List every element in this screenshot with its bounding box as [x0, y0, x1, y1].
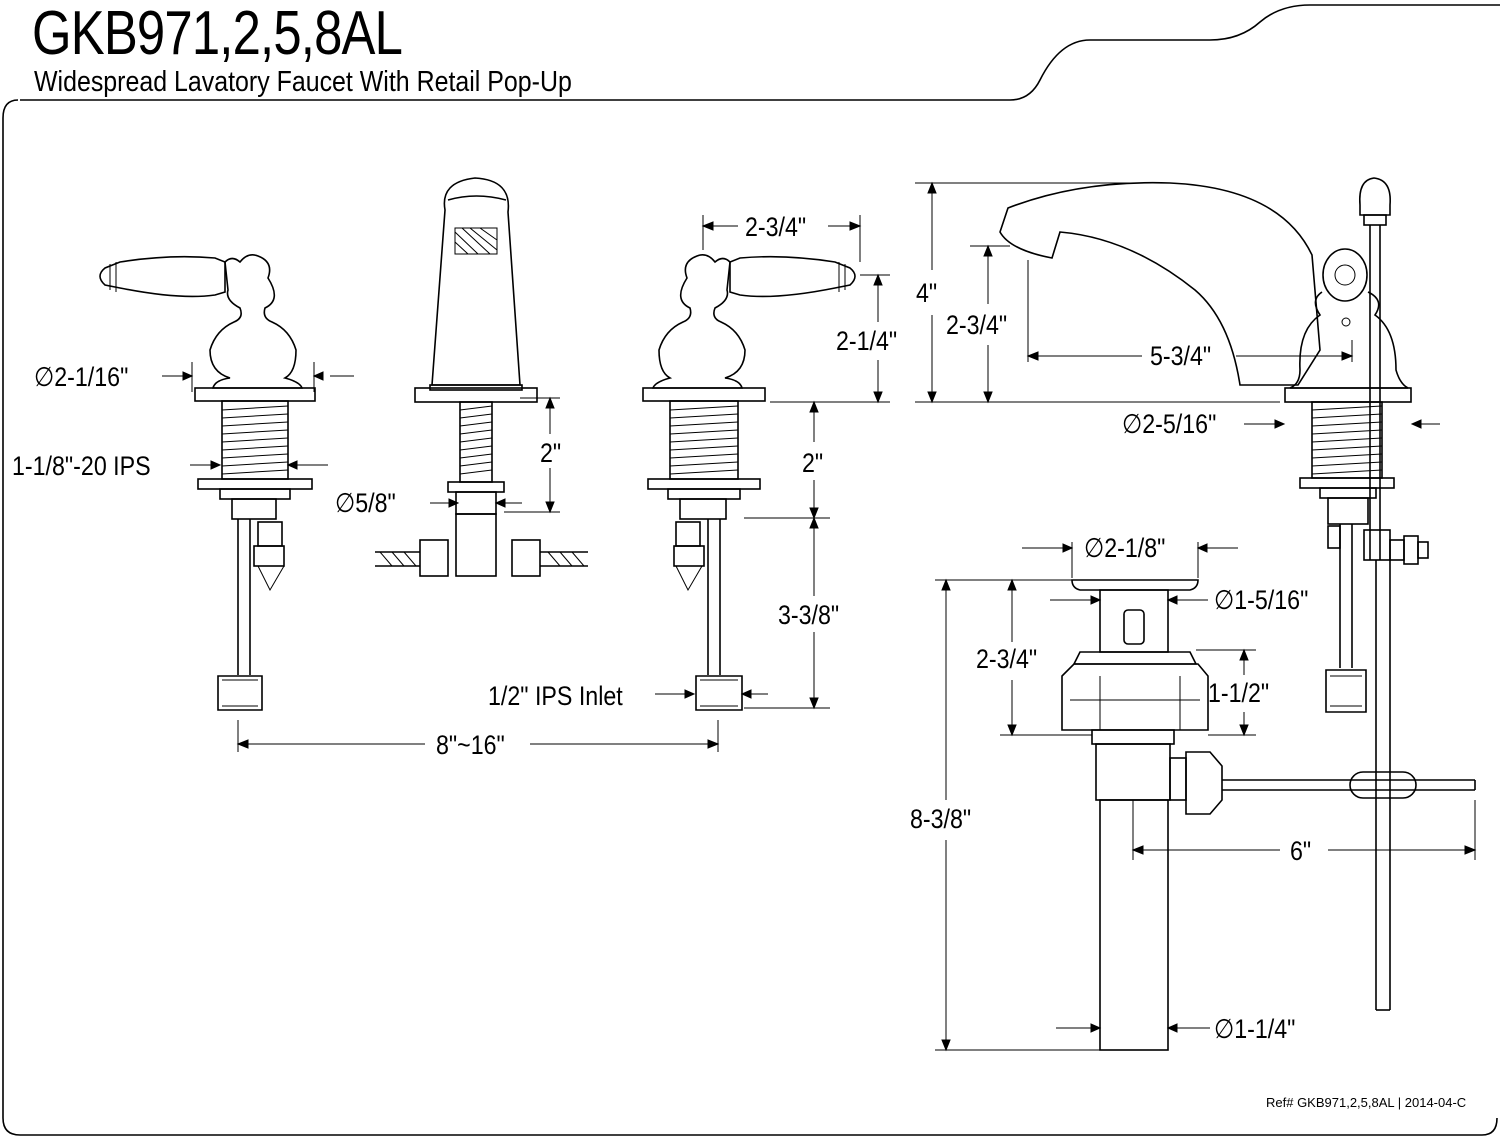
- dim-drain-stopper-dia: ∅1-5/16": [1214, 585, 1309, 615]
- page-title: GKB971,2,5,8AL: [32, 0, 403, 68]
- dim-handle-thread: 1-1/8"-20 IPS: [12, 451, 151, 481]
- dimension-lines: [162, 181, 1477, 1052]
- dim-tailpiece-dia: ∅1-1/4": [1214, 1014, 1296, 1044]
- dim-drain-body-height: 2-3/4": [976, 644, 1038, 674]
- spout-front-drawing: [375, 177, 588, 577]
- dim-spout-reach: 5-3/4": [1150, 341, 1212, 371]
- frame-border: [2, 4, 1500, 1136]
- dim-spread: 8"~16": [436, 730, 505, 760]
- reference-number: Ref# GKB971,2,5,8AL | 2014-04-C: [1266, 1095, 1467, 1110]
- dim-handle-width: 2-3/4": [745, 212, 807, 242]
- dim-spout-height: 4": [916, 278, 938, 308]
- left-handle-drawing: [99, 254, 316, 711]
- page-subtitle: Widespread Lavatory Faucet With Retail P…: [34, 66, 572, 98]
- dim-handle-inlet-len: 3-3/8": [778, 600, 840, 630]
- dim-spout-shank-len: 2": [540, 438, 562, 468]
- dim-spout-outlet-height: 2-3/4": [946, 310, 1008, 340]
- dim-handle-height: 2-1/4": [836, 326, 898, 356]
- dim-lift-rod-len: 6": [1290, 836, 1312, 866]
- right-handle-drawing: [642, 254, 856, 711]
- dim-handle-shank-len: 2": [802, 448, 824, 478]
- dim-handle-base-dia: ∅2-1/16": [34, 362, 129, 392]
- dim-drain-flange-dia: ∅2-1/8": [1084, 533, 1166, 563]
- dim-spout-base-dia: ∅2-5/16": [1122, 409, 1217, 439]
- drain-drawing: [1061, 579, 1476, 1051]
- spout-side-drawing: [999, 177, 1429, 1011]
- dim-drain-nut-height: 1-1/2": [1208, 678, 1270, 708]
- dim-spout-shank-dia: ∅5/8": [335, 488, 396, 518]
- dim-drain-total-height: 8-3/8": [910, 804, 972, 834]
- dim-inlet: 1/2" IPS Inlet: [488, 681, 623, 711]
